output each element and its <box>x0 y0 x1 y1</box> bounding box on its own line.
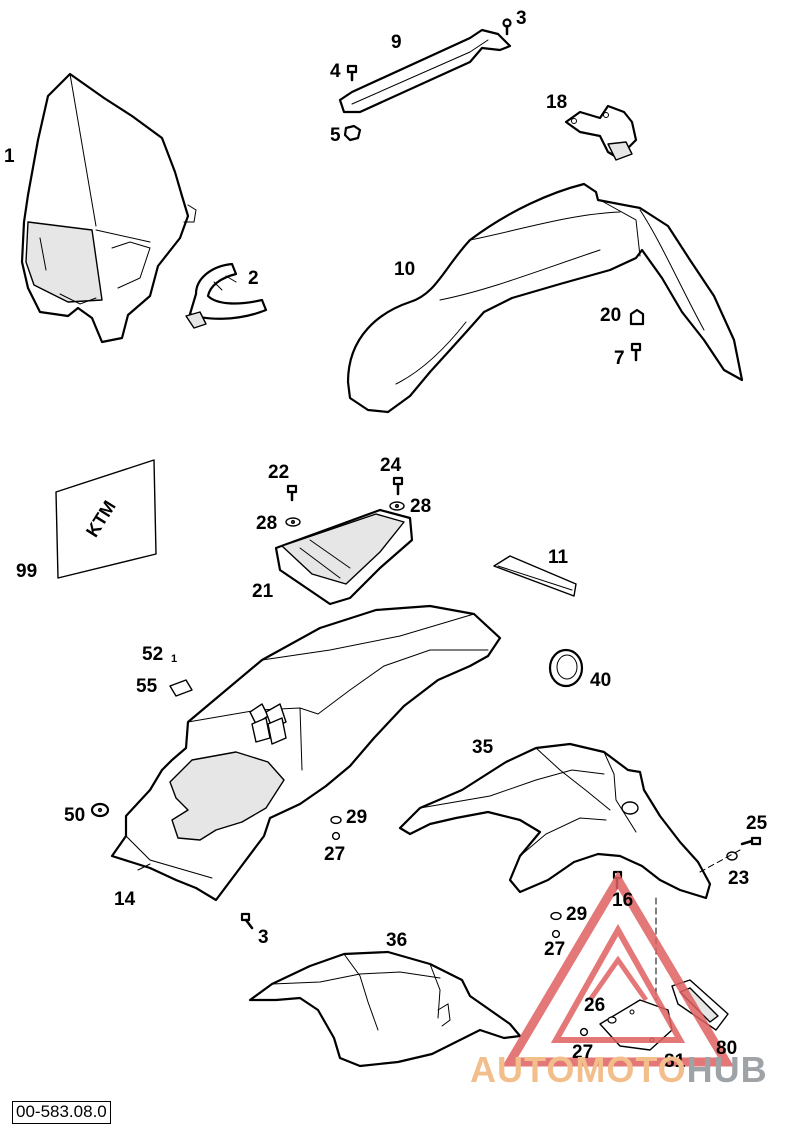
part-nut-27-lower <box>551 929 561 939</box>
watermark-text-part2: HUB <box>686 1049 768 1090</box>
callout-99: 99 <box>16 561 38 582</box>
callout-11: 11 <box>548 547 569 568</box>
callout-21: 21 <box>252 581 274 602</box>
callout-52-sub: 1 <box>171 653 178 665</box>
callout-50: 50 <box>64 805 86 826</box>
part-washer-50 <box>90 802 110 818</box>
callout-52: 52 <box>142 644 164 665</box>
part-rear-fender-35 <box>398 742 712 900</box>
part-rubber-strip <box>493 555 577 597</box>
part-screw-3-lower <box>240 912 254 930</box>
part-screw-7 <box>630 342 642 362</box>
callout-20: 20 <box>600 305 622 326</box>
part-grommet-20 <box>629 308 645 326</box>
callout-27-lower: 27 <box>544 939 566 960</box>
callout-24: 24 <box>380 455 402 476</box>
part-decal-sheet: KTM <box>55 459 157 579</box>
watermark-text-part1: AUTOMOTO <box>470 1049 687 1090</box>
part-screw-3-top <box>502 18 512 36</box>
callout-9: 9 <box>391 32 402 53</box>
callout-28-left: 28 <box>256 513 278 534</box>
part-headlight-bracket <box>185 262 268 329</box>
callout-26: 26 <box>584 995 606 1016</box>
callout-3-lower: 3 <box>258 927 269 948</box>
callout-4: 4 <box>330 61 341 82</box>
callout-23: 23 <box>728 868 750 889</box>
part-cover-21 <box>274 508 414 606</box>
callout-28-right: 28 <box>410 496 432 517</box>
callout-10: 10 <box>394 259 416 280</box>
assembly-line-23 <box>699 849 741 873</box>
part-front-fender <box>346 182 744 414</box>
callout-81: 81 <box>664 1051 686 1072</box>
part-nut-27-center <box>331 831 341 841</box>
part-rear-fender-36 <box>248 950 522 1068</box>
part-headlight-mask <box>20 72 197 344</box>
part-clamp-bracket <box>564 104 638 161</box>
callout-14: 14 <box>114 889 136 910</box>
callout-25: 25 <box>746 813 768 834</box>
part-washer-26 <box>607 1016 617 1024</box>
part-screw-4 <box>346 64 358 82</box>
part-rear-fender-14 <box>110 604 502 902</box>
callout-29-lower: 29 <box>566 904 588 925</box>
part-nut-5 <box>343 124 362 142</box>
part-grommet-ring <box>548 648 584 688</box>
callout-16: 16 <box>612 890 634 911</box>
watermark-text: AUTOMOTOHUB <box>470 1052 768 1088</box>
part-screw-22 <box>286 484 298 502</box>
callout-35: 35 <box>472 737 494 758</box>
part-screw-24 <box>392 476 404 496</box>
part-top-bracket <box>338 28 512 114</box>
part-nut-27-plate <box>579 1027 589 1037</box>
callout-7: 7 <box>614 348 625 369</box>
callout-5: 5 <box>330 125 341 146</box>
callout-27-plate: 27 <box>572 1042 594 1063</box>
callout-3: 3 <box>516 8 527 29</box>
callout-55: 55 <box>136 676 158 697</box>
part-bracket-55 <box>169 679 193 697</box>
leader-lines <box>137 863 151 871</box>
callout-36: 36 <box>386 930 408 951</box>
callout-2: 2 <box>248 268 259 289</box>
part-screw-25 <box>740 836 762 846</box>
callout-80: 80 <box>716 1038 738 1059</box>
callout-1: 1 <box>4 146 15 167</box>
callout-29-center: 29 <box>346 807 368 828</box>
callout-40: 40 <box>590 670 612 691</box>
document-number: 00-583.08.0 <box>12 1101 111 1124</box>
part-washer-29-lower <box>550 911 562 921</box>
part-washer-28-right <box>389 501 405 511</box>
callout-27-center: 27 <box>324 844 346 865</box>
part-washer-29-center <box>330 815 342 825</box>
part-washer-28-left <box>285 517 301 527</box>
callout-22: 22 <box>268 462 290 483</box>
part-washer-23 <box>726 851 738 861</box>
watermark-logo-triangle <box>502 871 734 1067</box>
callout-18: 18 <box>546 92 568 113</box>
